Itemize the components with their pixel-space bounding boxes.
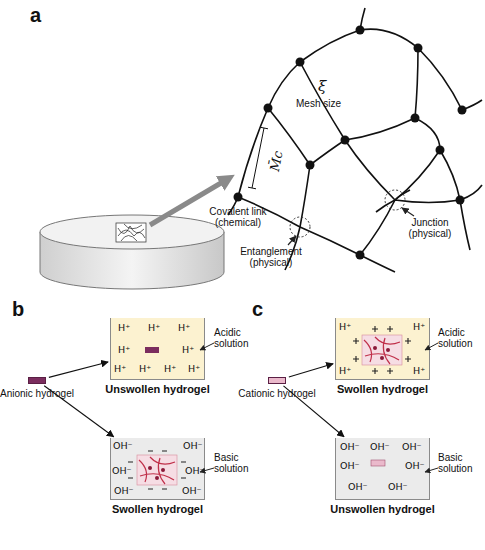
crosslink-dot (356, 251, 365, 260)
zoom-square (116, 223, 146, 242)
crosslink-dot (234, 193, 243, 202)
leader-line (200, 468, 214, 472)
polymer-chain (360, 8, 365, 30)
hydrogel-sample: Cationic hydrogel (268, 377, 286, 384)
hydrogel-sample: Anionic hydrogel (28, 377, 46, 384)
polymer-chain (360, 190, 410, 255)
crosslink-dot (296, 58, 305, 67)
crosslink-dot (456, 196, 465, 205)
crosslink-points (234, 26, 467, 260)
leader-line (425, 468, 438, 472)
solution-beaker: Unswollen hydrogel (335, 438, 430, 500)
gel-chains (139, 457, 175, 484)
network-sketch (118, 224, 145, 241)
beaker-heading: Unswollen hydrogel (306, 503, 459, 515)
panel-letter: a (30, 4, 41, 26)
gel-crosslink (155, 476, 159, 480)
junction-circle (385, 190, 405, 210)
positive-charges (353, 326, 411, 374)
hydrogel-disk (40, 215, 224, 289)
entanglement-circle (290, 217, 310, 237)
gel-body (362, 335, 402, 365)
crosslink-dot (264, 104, 273, 113)
crosslink-dot (306, 161, 315, 170)
solution-beaker: Swollen hydrogel (335, 318, 430, 380)
panel-letter: c (252, 298, 263, 320)
sample-label: Anionic hydrogel (0, 388, 90, 399)
reaction-arrow (49, 362, 108, 377)
beaker-heading: Swollen hydrogel (306, 383, 459, 395)
leader-line (288, 236, 296, 245)
polymer-chain (300, 62, 470, 250)
gel-crosslink (148, 466, 152, 470)
chain-length-bar (248, 127, 268, 189)
polymer-chain (228, 29, 462, 215)
leader-line (200, 343, 214, 350)
beaker-heading: Swollen hydrogel (81, 503, 234, 515)
bond-label: Covalent link (chemical) (198, 206, 278, 228)
polymer-chain (268, 108, 345, 165)
solution-beaker: Unswollen hydrogel (110, 318, 205, 380)
gel-crosslink (380, 356, 384, 360)
unswollen-gel (371, 460, 385, 466)
polymer-chain (345, 140, 440, 200)
reaction-arrow (283, 386, 344, 437)
solution-label: Basic solution (214, 452, 260, 474)
mesh-symbol: ξ (318, 78, 326, 95)
chain-length-symbol: M̄c (268, 150, 286, 173)
crosslink-dot (414, 44, 423, 53)
polymer-chain (285, 165, 310, 270)
solution-label: Acidic solution (438, 327, 485, 349)
gel-body (137, 455, 177, 485)
polymer-chain (462, 100, 482, 110)
crosslink-dot (436, 146, 445, 155)
leader-line (425, 343, 438, 350)
solution-label: Basic solution (438, 452, 485, 474)
zoom-arrow (150, 180, 226, 225)
reaction-arrow (289, 364, 333, 377)
disk-body (40, 232, 224, 289)
solution-label: Acidic solution (214, 327, 260, 349)
crosslink-dot (341, 136, 350, 145)
negative-charges (128, 451, 186, 489)
disk-top (40, 215, 224, 249)
gel-chains (364, 337, 400, 364)
solution-beaker: Swollen hydrogel (110, 438, 205, 500)
polymer-chain (238, 197, 395, 272)
polymer-chain (376, 185, 482, 212)
mesh-label: Mesh size (296, 98, 341, 109)
panel-letter: b (12, 298, 24, 320)
bond-label: Junction (physical) (398, 217, 462, 239)
unswollen-gel (145, 347, 159, 353)
sample-label: Cationic hydrogel (224, 388, 330, 399)
gel-crosslink (386, 348, 390, 352)
crosslink-dot (356, 26, 365, 35)
polymer-network (228, 8, 482, 272)
gel-crosslink (161, 468, 165, 472)
crosslink-dot (458, 106, 467, 115)
polymer-chain (415, 48, 418, 118)
crosslink-dot (411, 114, 420, 123)
swollen-gel (353, 326, 411, 374)
bond-label: Entanglement (physical) (234, 246, 308, 268)
swollen-gel (128, 451, 186, 489)
leader-line (402, 208, 414, 216)
beaker-heading: Unswollen hydrogel (81, 383, 234, 395)
gel-crosslink (373, 346, 377, 350)
reaction-arrow (44, 386, 113, 437)
